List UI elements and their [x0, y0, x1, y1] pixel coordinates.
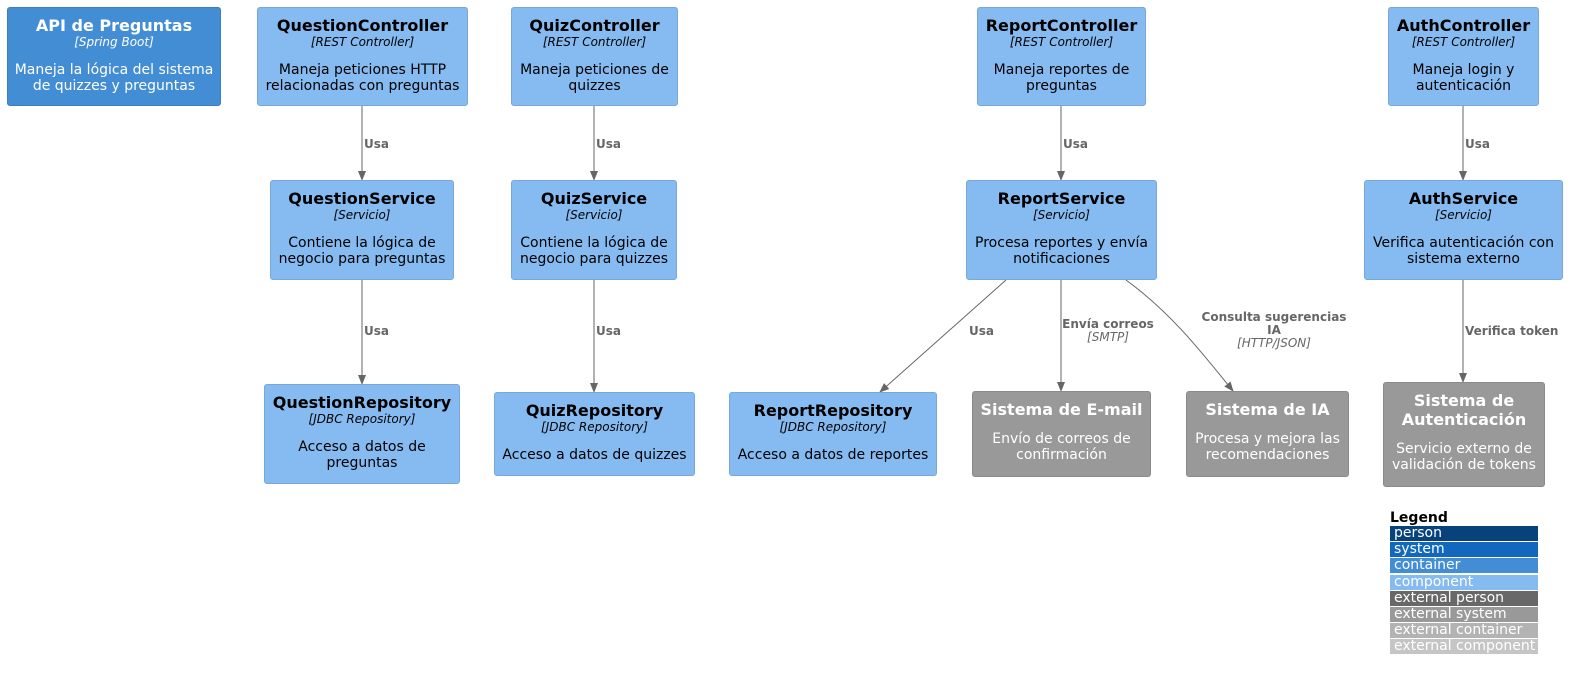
edge-label-text: Usa	[596, 137, 621, 151]
node-title: ReportRepository	[753, 401, 913, 420]
report-service-node: ReportService [Servicio] Procesa reporte…	[966, 180, 1157, 280]
auth-system-node: Sistema de Autenticación Servicio extern…	[1383, 382, 1545, 487]
node-title: Sistema de IA	[1205, 400, 1330, 419]
edge-report-service-to-ia	[1125, 279, 1234, 392]
edge-label-text: Consulta sugerencias IA	[1201, 310, 1347, 337]
node-description: Procesa y mejora las recomendaciones	[1195, 431, 1340, 463]
node-description: Procesa reportes y envía notificaciones	[975, 235, 1148, 267]
edge-label-text: Usa	[969, 324, 994, 338]
node-stereotype: [REST Controller]	[542, 35, 647, 49]
edge-label: Usa	[596, 325, 621, 338]
node-title: API de Preguntas	[35, 16, 193, 35]
node-description: Maneja login y autenticación	[1412, 62, 1515, 94]
node-title: QuizService	[540, 189, 648, 208]
node-stereotype: [REST Controller]	[1009, 35, 1114, 49]
node-description: Maneja peticiones HTTP relacionadas con …	[265, 62, 460, 94]
node-description: Acceso a datos de quizzes	[502, 447, 687, 463]
node-title: QuizRepository	[525, 401, 664, 420]
node-title: AuthController	[1396, 16, 1531, 35]
edge-report-service-to-repository	[879, 279, 1007, 393]
node-stereotype: [JDBC Repository]	[779, 420, 887, 434]
node-stereotype: [JDBC Repository]	[308, 412, 416, 426]
node-title: Sistema de E-mail	[980, 400, 1143, 419]
node-description: Contiene la lógica de negocio para pregu…	[278, 235, 446, 267]
node-stereotype: [Servicio]	[565, 208, 623, 222]
auth-controller-node: AuthController [REST Controller] Maneja …	[1388, 7, 1539, 106]
report-repository-node: ReportRepository [JDBC Repository] Acces…	[729, 392, 937, 476]
node-description: Servicio externo de validación de tokens	[1392, 441, 1536, 473]
node-title: AuthService	[1408, 189, 1519, 208]
email-system-node: Sistema de E-mail Envío de correos de co…	[972, 391, 1151, 477]
edge-label-text: Usa	[1063, 137, 1088, 151]
node-title: QuestionController	[276, 16, 449, 35]
auth-service-node: AuthService [Servicio] Verifica autentic…	[1364, 180, 1563, 280]
node-description: Envío de correos de confirmación	[992, 431, 1131, 463]
node-description: Maneja reportes de preguntas	[993, 62, 1130, 94]
edge-label: Usa	[364, 138, 389, 151]
node-title: Sistema de Autenticación	[1401, 391, 1527, 429]
quiz-service-node: QuizService [Servicio] Contiene la lógic…	[511, 180, 677, 280]
api-de-preguntas-node: API de Preguntas [Spring Boot] Maneja la…	[7, 7, 221, 106]
edge-label: Usa	[1063, 138, 1088, 151]
edge-label: Usa	[969, 325, 994, 338]
edge-label: Usa	[364, 325, 389, 338]
legend-item-person: person	[1390, 526, 1538, 541]
legend-item-external-system: external system	[1390, 606, 1538, 622]
legend-item-component: component	[1390, 574, 1538, 590]
quiz-repository-node: QuizRepository [JDBC Repository] Acceso …	[494, 392, 695, 476]
edge-label: Envía correos [SMTP]	[1062, 318, 1154, 344]
node-stereotype: [REST Controller]	[310, 35, 415, 49]
edge-label: Verifica token	[1465, 325, 1558, 338]
legend-title: Legend	[1390, 510, 1448, 526]
question-repository-node: QuestionRepository [JDBC Repository] Acc…	[264, 384, 460, 484]
legend-item-container: container	[1390, 558, 1538, 574]
node-description: Verifica autenticación con sistema exter…	[1373, 235, 1554, 267]
node-title: QuestionRepository	[272, 393, 452, 412]
edge-label-text: Usa	[1465, 137, 1490, 151]
node-description: Acceso a datos de preguntas	[298, 439, 426, 471]
edge-label-technology: [SMTP]	[1087, 330, 1129, 344]
edge-label-text: Usa	[364, 324, 389, 338]
edge-label-text: Verifica token	[1465, 324, 1559, 338]
report-controller-node: ReportController [REST Controller] Manej…	[977, 7, 1146, 106]
node-description: Contiene la lógica de negocio para quizz…	[519, 235, 669, 267]
edge-label: Usa	[596, 138, 621, 151]
ia-system-node: Sistema de IA Procesa y mejora las recom…	[1186, 391, 1349, 477]
legend: Legend person system container component…	[1390, 510, 1538, 656]
node-title: QuestionService	[288, 189, 436, 208]
node-stereotype: [Spring Boot]	[74, 35, 154, 49]
question-service-node: QuestionService [Servicio] Contiene la l…	[270, 180, 454, 280]
edge-label-text: Usa	[596, 324, 621, 338]
node-stereotype: [JDBC Repository]	[541, 420, 648, 434]
node-description: Maneja peticiones de quizzes	[520, 62, 669, 94]
node-description: Maneja la lógica del sistema de quizzes …	[14, 62, 214, 94]
node-description: Acceso a datos de reportes	[737, 447, 929, 463]
edge-label: Usa	[1465, 138, 1490, 151]
legend-item-external-component: external component	[1390, 639, 1538, 655]
question-controller-node: QuestionController [REST Controller] Man…	[257, 7, 468, 106]
node-stereotype: [REST Controller]	[1411, 35, 1516, 49]
node-stereotype: [Servicio]	[1032, 208, 1090, 222]
edge-label: Consulta sugerencias IA [HTTP/JSON]	[1196, 311, 1352, 350]
edge-label-text: Envía correos	[1062, 317, 1154, 331]
legend-item-external-person: external person	[1390, 590, 1538, 606]
node-stereotype: [Servicio]	[333, 208, 391, 222]
legend-item-system: system	[1390, 542, 1538, 558]
legend-item-external-container: external container	[1390, 623, 1538, 639]
node-title: ReportController	[985, 16, 1138, 35]
node-stereotype: [Servicio]	[1434, 208, 1492, 222]
node-title: QuizController	[529, 16, 660, 35]
node-title: ReportService	[997, 189, 1126, 208]
quiz-controller-node: QuizController [REST Controller] Maneja …	[511, 7, 678, 106]
edge-label-text: Usa	[364, 137, 389, 151]
edge-label-technology: [HTTP/JSON]	[1237, 336, 1311, 350]
